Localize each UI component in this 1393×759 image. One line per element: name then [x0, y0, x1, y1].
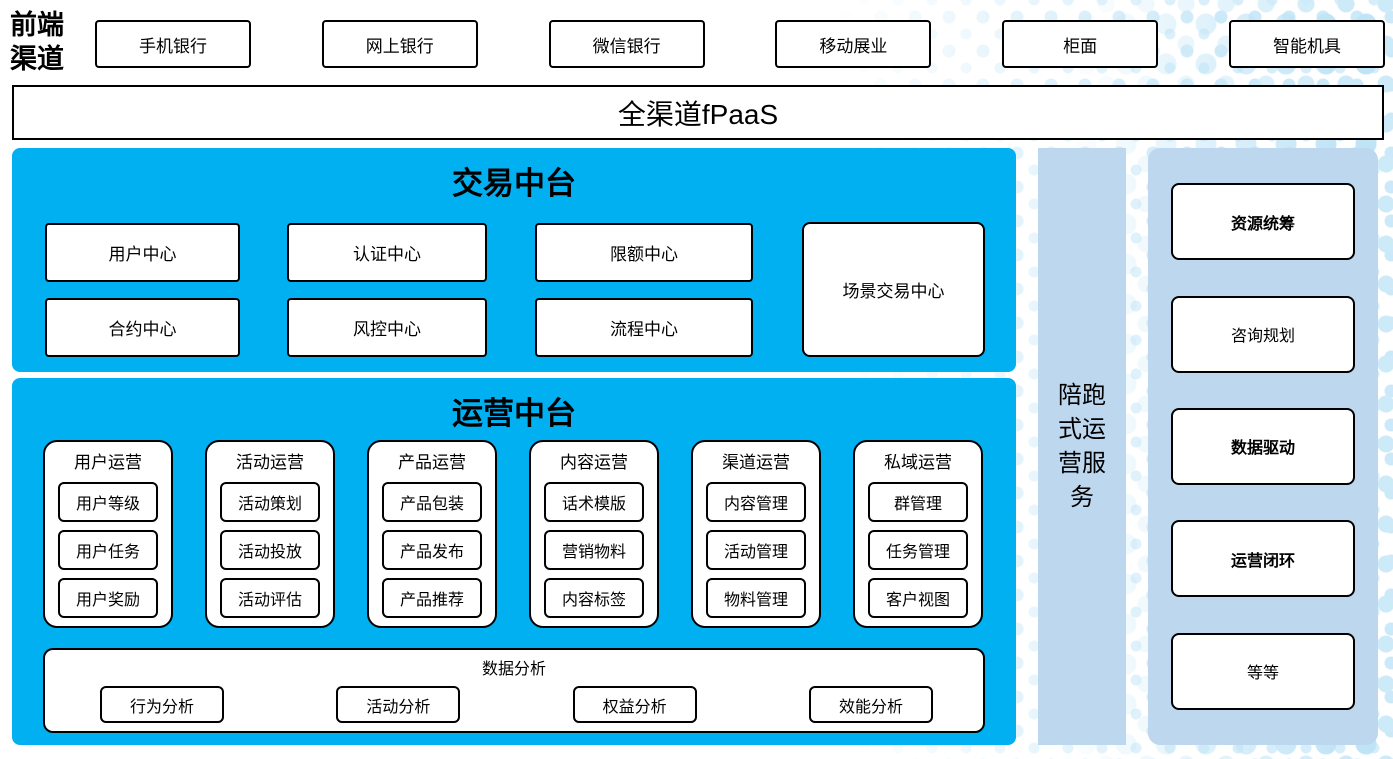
- group-title: 活动运营: [236, 453, 304, 472]
- trade-box-user-center: 用户中心: [45, 223, 240, 282]
- trade-box-contract-center: 合约中心: [45, 298, 240, 357]
- group-item: 活动评估: [220, 578, 320, 618]
- group-item: 产品包装: [382, 482, 482, 522]
- group-item: 用户任务: [58, 530, 158, 570]
- side-service-bar: 陪跑式运营服务: [1038, 148, 1126, 745]
- service-resource-coordination: 资源统筹: [1171, 183, 1355, 261]
- analysis-behavior: 行为分析: [100, 686, 224, 723]
- trade-platform-block: 交易中台 用户中心 认证中心 限额中心 合约中心 风控中心 流程中心 场景交易中…: [12, 148, 1016, 372]
- group-item: 客户视图: [868, 578, 968, 618]
- service-column: 资源统筹 咨询规划 数据驱动 运营闭环 等等: [1148, 148, 1378, 745]
- group-item: 用户奖励: [58, 578, 158, 618]
- group-title: 渠道运营: [722, 453, 790, 472]
- group-item: 内容管理: [706, 482, 806, 522]
- channel-online-banking: 网上银行: [321, 20, 478, 68]
- operation-groups-row: 用户运营 用户等级 用户任务 用户奖励 活动运营 活动策划 活动投放 活动评估 …: [43, 440, 983, 628]
- data-analysis-panel: 数据分析 行为分析 活动分析 权益分析 效能分析: [43, 648, 985, 733]
- group-item: 活动管理: [706, 530, 806, 570]
- group-title: 内容运营: [560, 453, 628, 472]
- group-title: 用户运营: [74, 453, 142, 472]
- front-channels-label: 前端渠道: [10, 10, 64, 74]
- front-channels-row: 手机银行 网上银行 微信银行 移动展业 柜面 智能机具: [95, 20, 1385, 68]
- analysis-activity: 活动分析: [336, 686, 461, 723]
- group-item: 营销物料: [544, 530, 644, 570]
- trade-box-scene-trade-center: 场景交易中心: [802, 222, 985, 357]
- operation-platform-block: 运营中台 用户运营 用户等级 用户任务 用户奖励 活动运营 活动策划 活动投放 …: [12, 378, 1016, 745]
- channel-mobile-banking: 手机银行: [95, 20, 251, 68]
- trade-box-process-center: 流程中心: [535, 298, 753, 357]
- analysis-efficiency: 效能分析: [808, 686, 933, 723]
- channel-counter: 柜面: [1002, 20, 1159, 68]
- group-item: 话术模版: [544, 482, 644, 522]
- operation-platform-title: 运营中台: [452, 396, 576, 431]
- service-operation-closed-loop: 运营闭环: [1171, 520, 1355, 598]
- service-data-driven: 数据驱动: [1171, 407, 1355, 485]
- group-item: 活动策划: [220, 482, 320, 522]
- trade-box-limit-center: 限额中心: [535, 223, 753, 282]
- trade-platform-title: 交易中台: [452, 166, 576, 201]
- data-analysis-row: 行为分析 活动分析 权益分析 效能分析: [45, 679, 983, 723]
- group-private-domain-operation: 私域运营 群管理 任务管理 客户视图: [853, 440, 983, 628]
- group-item: 任务管理: [868, 530, 968, 570]
- group-item: 群管理: [868, 482, 968, 522]
- group-item: 活动投放: [220, 530, 320, 570]
- group-item: 用户等级: [58, 482, 158, 522]
- group-title: 产品运营: [398, 453, 466, 472]
- group-content-operation: 内容运营 话术模版 营销物料 内容标签: [529, 440, 659, 628]
- channel-wechat-banking: 微信银行: [548, 20, 705, 68]
- group-item: 物料管理: [706, 578, 806, 618]
- group-title: 私域运营: [884, 453, 952, 472]
- group-user-operation: 用户运营 用户等级 用户任务 用户奖励: [43, 440, 173, 628]
- side-service-label: 陪跑式运营服务: [1058, 381, 1106, 511]
- data-analysis-title: 数据分析: [481, 661, 546, 678]
- channel-mobile-sales: 移动展业: [775, 20, 932, 68]
- trade-box-auth-center: 认证中心: [287, 223, 487, 282]
- service-consulting-planning: 咨询规划: [1171, 295, 1355, 373]
- group-activity-operation: 活动运营 活动策划 活动投放 活动评估: [205, 440, 335, 628]
- group-channel-operation: 渠道运营 内容管理 活动管理 物料管理: [691, 440, 821, 628]
- group-item: 产品发布: [382, 530, 482, 570]
- trade-box-risk-center: 风控中心: [287, 298, 487, 357]
- channel-smart-machines: 智能机具: [1228, 20, 1385, 68]
- group-item: 产品推荐: [382, 578, 482, 618]
- fpaas-bar: 全渠道fPaaS: [12, 85, 1384, 140]
- analysis-rights: 权益分析: [572, 686, 697, 723]
- service-etc: 等等: [1171, 632, 1355, 710]
- group-product-operation: 产品运营 产品包装 产品发布 产品推荐: [367, 440, 497, 628]
- group-item: 内容标签: [544, 578, 644, 618]
